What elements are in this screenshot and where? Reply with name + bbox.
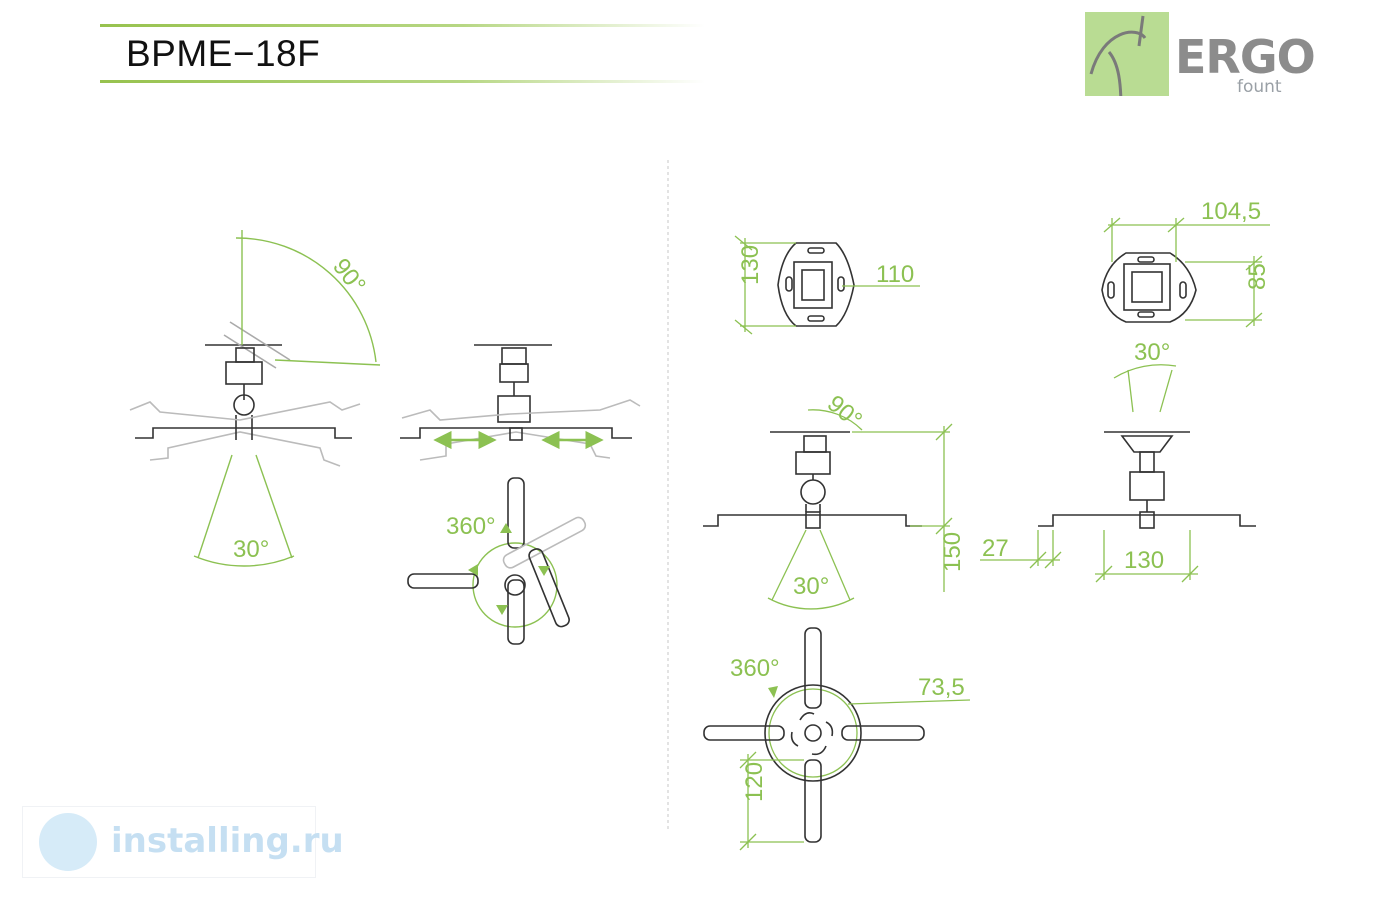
right-tilt-30-dimension [1113,364,1177,413]
plate-85-dimension [1185,255,1263,328]
ceiling-plate-top-view [777,242,855,327]
rotate-left-arrows [468,523,550,615]
plate-104-dimension [1103,217,1270,262]
mount-view-tilt [129,321,361,467]
offset-27-label: 27 [982,535,1009,562]
spider-bottom-view [703,627,925,843]
installing-logo-icon [39,813,97,871]
ergofount-logo-icon [1085,12,1169,109]
hub-73-dimension [847,699,971,705]
side-90-label: 90° [822,390,867,434]
header-rule-top [100,24,705,27]
plate-85-label: 85 [1244,263,1271,290]
right-tilt-30-label: 30° [1134,339,1170,366]
mount-side-view [703,431,922,529]
logo-sub-text: fount [1237,77,1282,97]
tilt-90-label: 90° [327,253,371,298]
mount-view-extend [400,344,641,461]
watermark: installing.ru [22,806,344,878]
tilt-90-dimension [235,230,381,366]
arm-120-dimension [739,751,804,851]
plate-110-label: 110 [876,261,914,288]
logo-brand-text: ERGO [1175,30,1316,84]
ceiling-plate-top-view-2 [1101,252,1197,323]
swivel-30-label: 30° [233,536,269,563]
swivel-30-dimension [193,454,295,567]
drop-150-dimension [852,423,953,592]
brand-logo: ERGO fount [1085,10,1316,110]
drop-150-label: 150 [939,532,966,572]
rotate-bottom-arrow [768,686,778,698]
arm-120-label: 120 [741,762,768,802]
plate-130-label: 130 [737,245,764,285]
plate-130-dimension [734,235,796,335]
mount-front-view [1038,431,1256,529]
side-90-dimension [807,409,863,431]
rotate-bottom-label: 360° [730,655,780,682]
page-title: BPME−18F [126,33,321,74]
offset-27-dimension [980,530,1062,569]
mount-view-rotate-left [407,477,587,645]
hub-73-label: 73,5 [918,674,965,701]
base-130-dimension [1095,530,1199,583]
plate-104-label: 104,5 [1201,198,1261,225]
side-30-dimension [767,529,855,610]
side-30-label: 30° [793,573,829,600]
header-rule-bottom [100,80,705,83]
base-130-label: 130 [1124,547,1164,574]
watermark-text: installing.ru [111,821,344,861]
rotate-left-label: 360° [446,513,496,540]
